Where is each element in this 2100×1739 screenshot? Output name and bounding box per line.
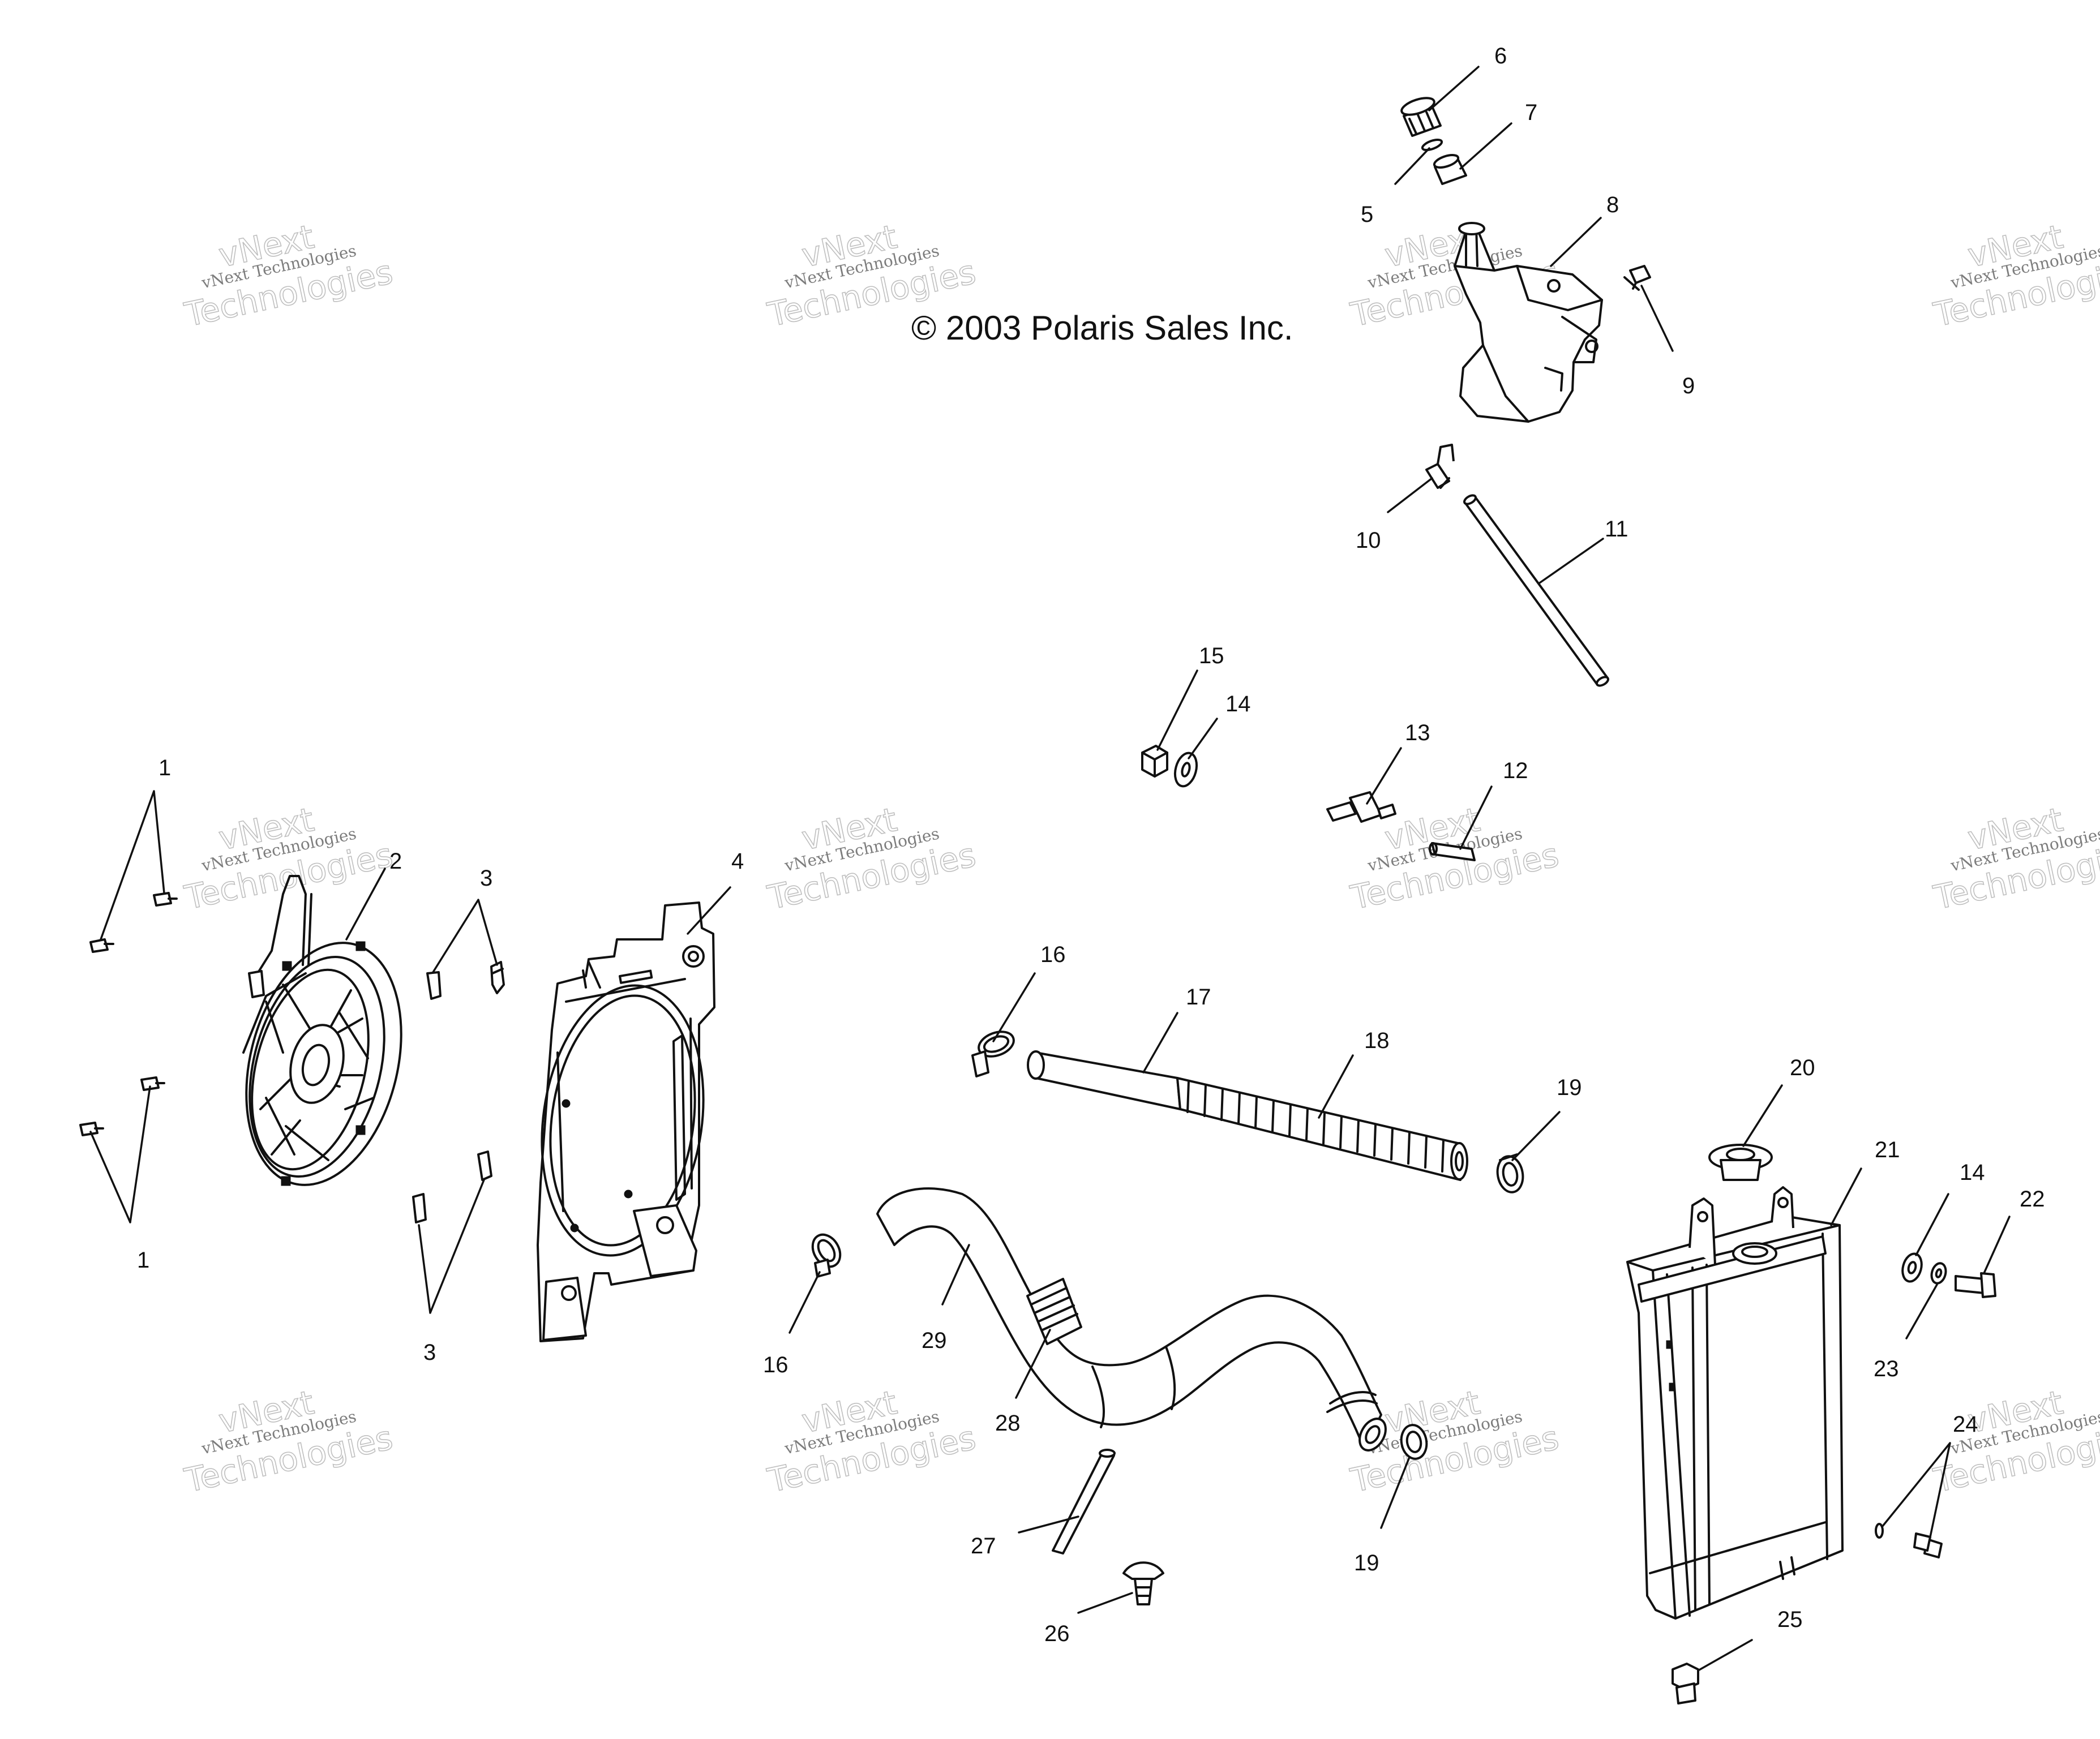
clip-nut[interactable]: [412, 1193, 427, 1223]
callout-16: 16: [1040, 942, 1066, 967]
hose-clamp[interactable]: [1495, 1153, 1525, 1195]
callout-29: 29: [922, 1328, 947, 1353]
hose-clamp[interactable]: [807, 1230, 846, 1278]
callout-2: 2: [389, 849, 402, 874]
callout-20: 20: [1790, 1055, 1815, 1080]
callout-17: 17: [1186, 985, 1211, 1010]
fan-screw[interactable]: [89, 938, 114, 953]
callout-14: 14: [1960, 1160, 1985, 1185]
callout-28: 28: [995, 1411, 1021, 1436]
rubber-mount[interactable]: [1326, 791, 1396, 823]
callout-12: 12: [1503, 758, 1528, 783]
vent-tube[interactable]: [1463, 493, 1609, 687]
callout-27: 27: [971, 1534, 996, 1558]
callout-8: 8: [1606, 192, 1619, 217]
copyright-text: © 2003 Polaris Sales Inc.: [911, 309, 1293, 347]
fan-screw[interactable]: [79, 1122, 104, 1136]
callout-9: 9: [1682, 373, 1695, 398]
cooling-fan[interactable]: [222, 875, 425, 1201]
callout-1: 1: [137, 1248, 149, 1273]
washer[interactable]: [1900, 1252, 1925, 1284]
callout-7: 7: [1525, 100, 1537, 125]
fan-shroud[interactable]: [525, 901, 720, 1342]
callout-21: 21: [1875, 1137, 1900, 1162]
watermark: vNext vNext Technologies Technologies: [181, 1382, 396, 1500]
hose-clamp[interactable]: [971, 1027, 1017, 1077]
callout-3: 3: [480, 866, 492, 891]
hex-nut[interactable]: [1141, 745, 1168, 778]
callout-4: 4: [731, 849, 744, 874]
screw-and-washer[interactable]: [1875, 1523, 1943, 1558]
drain-plug[interactable]: [1672, 1663, 1699, 1704]
reservoir-screw[interactable]: [1623, 265, 1651, 291]
fan-screw[interactable]: [153, 892, 178, 907]
watermark: vNext vNext Technologies Technologies: [764, 217, 979, 334]
lower-radiator-hose[interactable]: [876, 1187, 1391, 1455]
callout-22: 22: [2020, 1187, 2045, 1212]
reservoir-cap[interactable]: [1400, 95, 1442, 137]
callout-10: 10: [1356, 528, 1381, 553]
hose-clamp[interactable]: [1399, 1423, 1429, 1461]
mounting-bolt[interactable]: [1955, 1272, 1996, 1298]
hose-sleeve[interactable]: [1176, 1077, 1468, 1181]
upper-radiator-hose[interactable]: [1027, 1050, 1181, 1110]
callout-16: 16: [763, 1352, 788, 1377]
clip-nut[interactable]: [426, 971, 442, 1000]
callout-1: 1: [158, 755, 171, 780]
spacer[interactable]: [1429, 842, 1476, 861]
callout-14: 14: [1225, 692, 1251, 716]
callout-labels: 1 1 2 3 3 4 5 6 7 8 9 10 11 12 13 14 15 …: [137, 44, 2045, 1646]
callout-6: 6: [1494, 44, 1507, 68]
radiator-cap[interactable]: [1708, 1144, 1773, 1181]
callout-19: 19: [1354, 1551, 1379, 1575]
lock-washer[interactable]: [1930, 1262, 1948, 1285]
callout-5: 5: [1361, 202, 1373, 227]
o-ring[interactable]: [1421, 138, 1443, 152]
washer[interactable]: [1172, 750, 1200, 788]
callout-11: 11: [1605, 517, 1628, 542]
watermark: vNext vNext Technologies Technologies: [1930, 800, 2100, 917]
watermark: vNext vNext Technologies Technologies: [1930, 217, 2100, 334]
callout-24: 24: [1953, 1412, 1978, 1437]
radiator[interactable]: [1626, 1186, 1844, 1620]
fan-screw[interactable]: [140, 1076, 165, 1091]
push-rivet[interactable]: [1122, 1561, 1164, 1605]
hose-fitting[interactable]: [1425, 444, 1455, 489]
callout-3: 3: [423, 1340, 436, 1365]
hose-coupler[interactable]: [1026, 1278, 1082, 1345]
cap-seal[interactable]: [1433, 153, 1467, 185]
clip-nut[interactable]: [477, 1150, 492, 1181]
callout-19: 19: [1557, 1075, 1582, 1100]
callout-25: 25: [1777, 1607, 1803, 1632]
watermark: vNext vNext Technologies Technologies: [764, 1382, 979, 1500]
watermark: vNext vNext Technologies Technologies: [181, 217, 396, 334]
clip-nut[interactable]: [490, 961, 505, 994]
leader-lines: [89, 66, 2011, 1672]
watermark: vNext vNext Technologies Technologies: [764, 800, 979, 917]
callout-13: 13: [1405, 720, 1430, 745]
callout-23: 23: [1874, 1356, 1899, 1381]
coolant-reservoir[interactable]: [1454, 222, 1603, 423]
callout-18: 18: [1364, 1028, 1390, 1053]
callout-15: 15: [1199, 643, 1224, 668]
drain-tube[interactable]: [1052, 1449, 1116, 1555]
callout-26: 26: [1044, 1621, 1070, 1646]
watermark: vNext vNext Technologies Technologies: [1930, 1382, 2100, 1500]
